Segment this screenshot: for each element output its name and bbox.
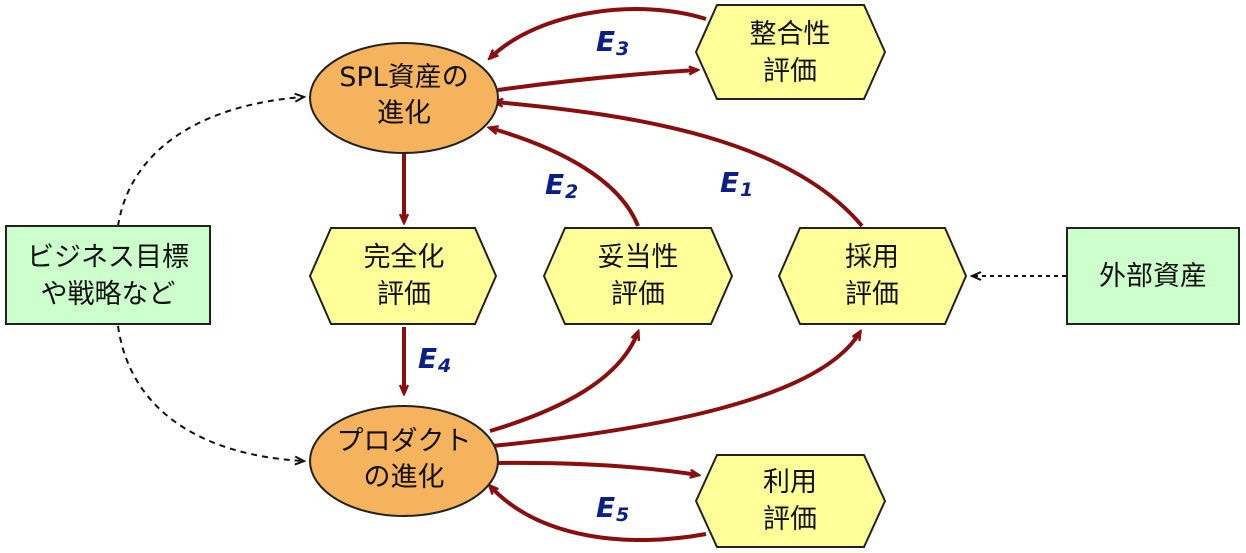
node-consistency-evaluation: 整合性 評価 [694, 4, 887, 100]
edge-letter: E [596, 491, 615, 524]
node-label: 完全化 [364, 242, 445, 273]
arrow-product-to-adoption [491, 332, 860, 448]
node-business-goals: ビジネス目標 や戦略など [5, 225, 211, 325]
edge-label-e1: E 1 [720, 166, 753, 201]
node-label: 採用 [845, 242, 899, 273]
node-label: 評価 [763, 56, 817, 87]
arrow-validity-to-spl-e2 [490, 128, 640, 227]
node-label: 進化 [377, 98, 431, 129]
arrow-consistency-to-spl-e3 [490, 7, 707, 58]
node-label: の進化 [364, 462, 445, 493]
edge-letter: E [545, 168, 564, 201]
node-label: SPL資産の [339, 62, 468, 93]
node-label: 評価 [845, 279, 899, 310]
node-label: 利用 [763, 467, 817, 498]
node-label: 評価 [611, 279, 665, 310]
node-label: 整合性 [750, 19, 831, 50]
node-label: や戦略など [41, 279, 176, 310]
node-product-evolution: プロダクト の進化 [309, 405, 499, 517]
edge-index: 1 [740, 179, 753, 201]
edge-label-e5: E 5 [596, 491, 629, 526]
edge-index: 4 [437, 355, 451, 377]
edge-index: 3 [616, 38, 629, 60]
arrow-spl-to-consistency [497, 70, 697, 92]
edge-letter: E [720, 166, 739, 199]
node-usage-evaluation: 利用 評価 [694, 454, 887, 548]
edge-letter: E [418, 342, 437, 375]
edge-letter: E [596, 25, 615, 58]
node-label: 評価 [763, 504, 817, 535]
dashed-arrow-goals-to-spl [117, 97, 303, 227]
node-label: プロダクト [337, 426, 472, 457]
edge-index: 2 [565, 181, 578, 203]
arrow-usage-to-product-e5 [490, 486, 707, 542]
edge-index: 5 [616, 504, 629, 526]
node-label: 外部資産 [1099, 261, 1207, 292]
node-validity-evaluation: 妥当性 評価 [542, 227, 734, 325]
node-completeness-evaluation: 完全化 評価 [308, 227, 498, 325]
node-label: 妥当性 [598, 242, 679, 273]
arrow-adoption-to-spl-e1 [495, 102, 864, 228]
edge-label-e3: E 3 [596, 25, 629, 60]
arrow-product-to-validity [489, 332, 638, 433]
node-label: 評価 [377, 279, 431, 310]
edge-label-e2: E 2 [545, 168, 578, 203]
node-spl-asset-evolution: SPL資産の 進化 [309, 42, 499, 154]
node-label: ビジネス目標 [27, 242, 189, 273]
node-external-assets: 外部資産 [1066, 227, 1240, 325]
dashed-arrow-goals-to-product [117, 325, 303, 461]
edge-label-e4: E 4 [418, 342, 451, 377]
arrow-product-to-usage [494, 460, 698, 475]
node-adoption-evaluation: 採用 評価 [777, 227, 968, 325]
